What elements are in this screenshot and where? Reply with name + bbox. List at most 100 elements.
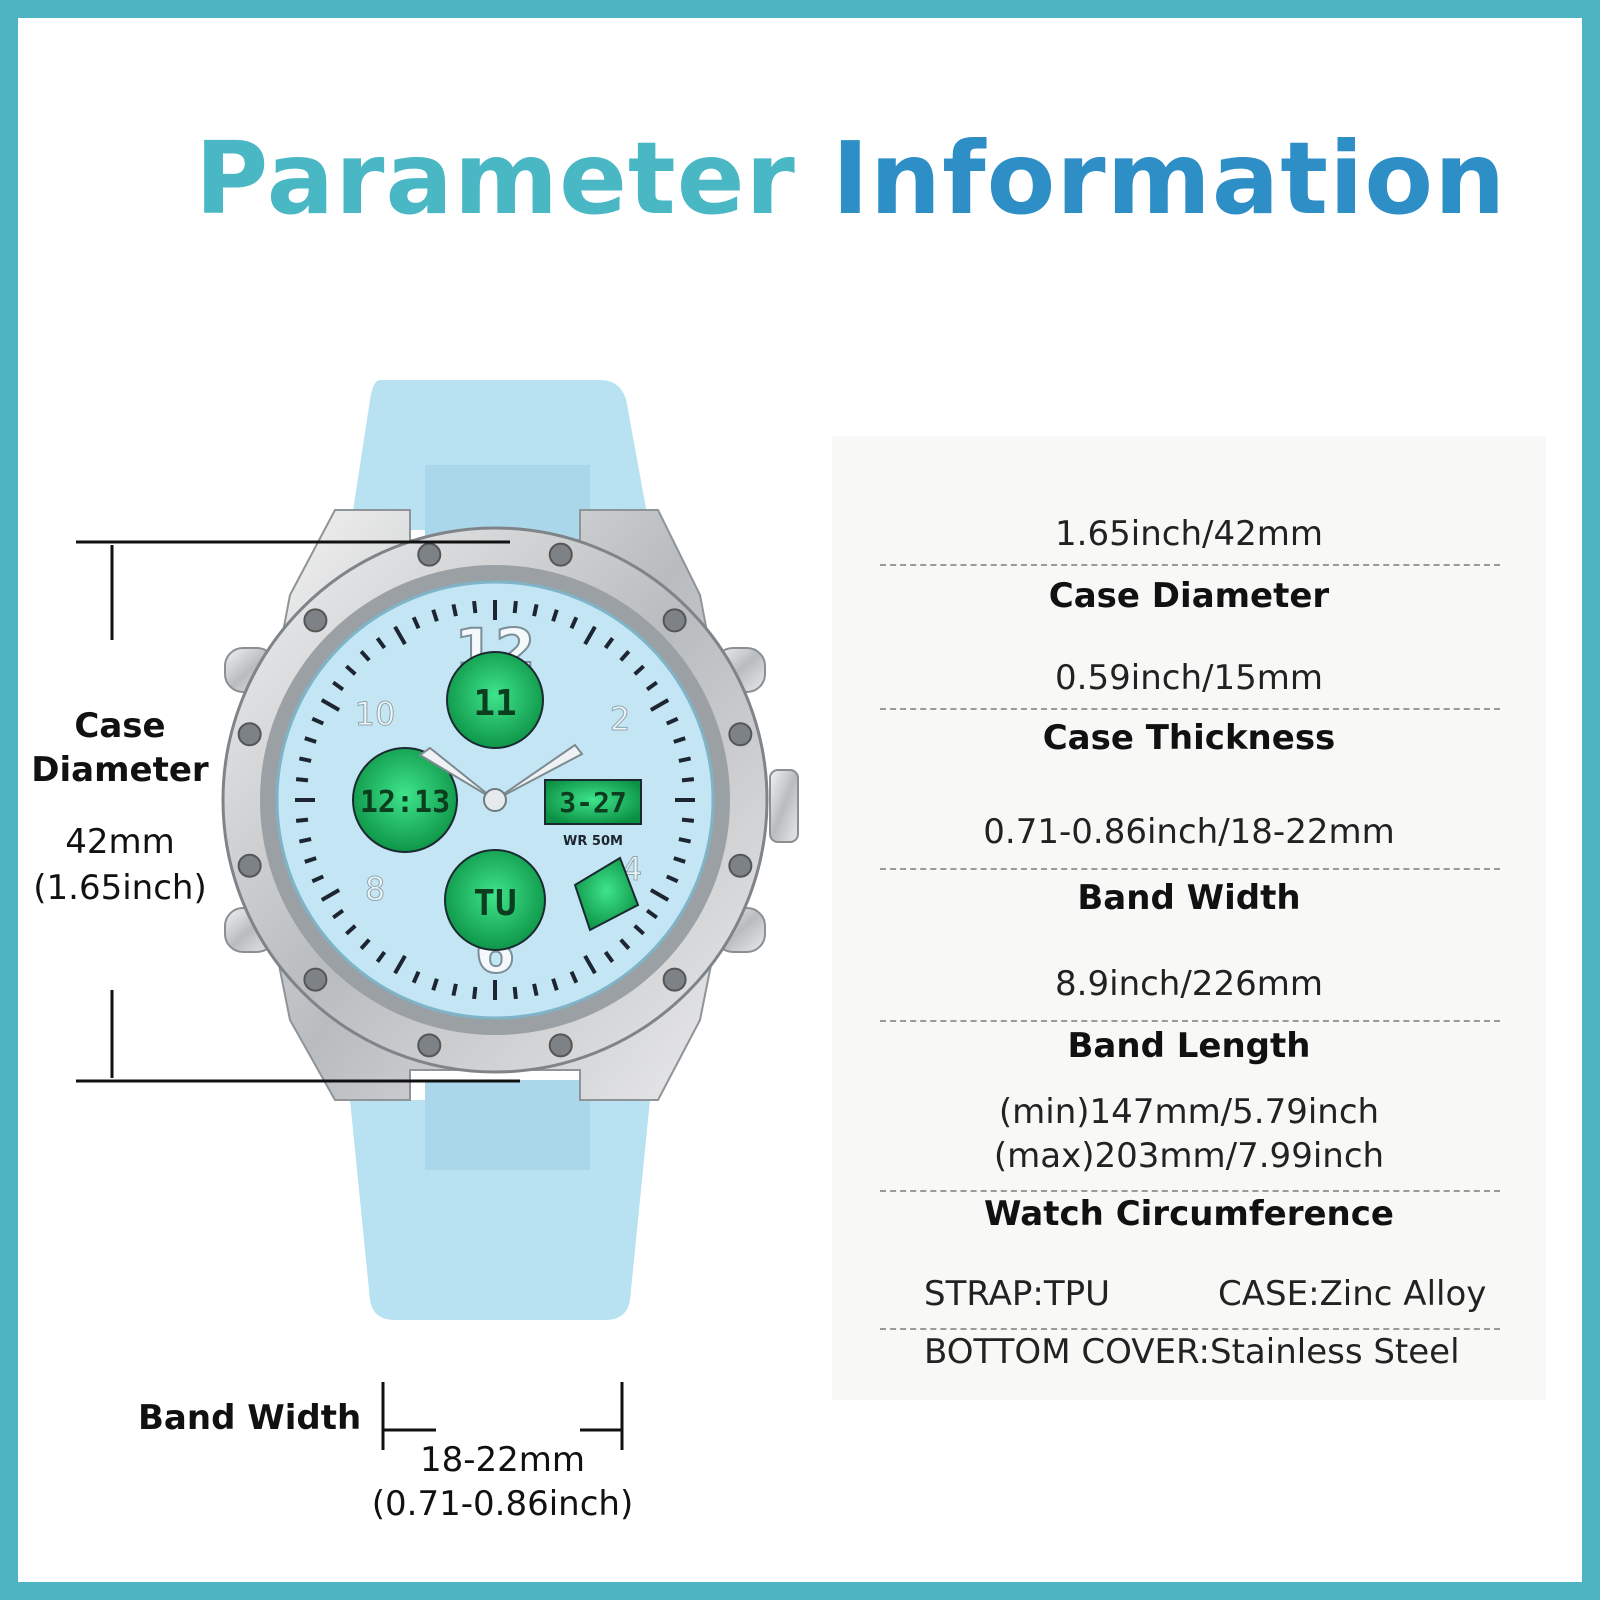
minute-tick xyxy=(512,600,518,614)
spec-value-circumference-min: (min)147mm/5.79inch xyxy=(998,1092,1380,1132)
lcd-left-text: 12:13 xyxy=(360,785,450,820)
wr-label: WR 50M xyxy=(563,834,623,849)
minute-hand xyxy=(494,743,584,801)
minute-tick xyxy=(345,924,357,936)
numeral-8: 8 xyxy=(365,870,385,908)
hour-hand xyxy=(418,746,496,801)
minute-tick xyxy=(645,908,658,920)
minute-tick xyxy=(633,664,645,676)
spec-label-watch-circumference: Watch Circumference xyxy=(984,1194,1394,1234)
minute-tick xyxy=(583,954,597,975)
title-word-parameter: Parameter xyxy=(195,120,796,237)
minute-tick xyxy=(375,950,387,963)
spec-divider xyxy=(880,1328,1500,1330)
strap-bottom-inner xyxy=(425,1080,590,1170)
bezel-screw xyxy=(237,853,262,878)
spec-label-case-thickness: Case Thickness xyxy=(1042,718,1336,758)
bezel-screw xyxy=(303,608,328,633)
spec-label-band-length: Band Length xyxy=(1067,1026,1311,1066)
minute-tick xyxy=(512,986,518,1000)
minute-tick xyxy=(359,650,371,662)
minute-tick xyxy=(393,954,407,975)
minute-tick xyxy=(673,736,686,744)
minute-tick xyxy=(681,777,695,783)
spec-divider xyxy=(880,1020,1500,1022)
lcd-fan-indicator xyxy=(573,856,640,932)
minute-tick xyxy=(311,874,325,884)
minute-tick xyxy=(678,837,692,844)
minute-tick xyxy=(551,978,559,991)
numeral-2: 2 xyxy=(610,700,630,738)
case-diameter-mm: 42mm xyxy=(65,822,175,862)
band-width-inch: (0.71-0.86inch) xyxy=(371,1484,634,1524)
subdial-top xyxy=(446,651,544,749)
minute-tick xyxy=(304,856,317,864)
minute-tick xyxy=(681,817,695,823)
minute-tick xyxy=(359,938,371,950)
minute-tick xyxy=(298,837,312,844)
bezel-screw xyxy=(662,608,687,633)
minute-tick xyxy=(569,616,579,630)
title-word-information: Information xyxy=(831,120,1507,237)
band-width-label: Band Width xyxy=(138,1398,362,1438)
minute-tick xyxy=(431,609,439,622)
watch-illustration: 12 10 2 8 4 6 11 12:13 TU 3-27 WR 50M xyxy=(221,380,799,1320)
band-width-mm: 18-22mm xyxy=(419,1440,586,1480)
minute-tick xyxy=(649,888,670,902)
material-case: CASE:Zinc Alloy xyxy=(1218,1274,1487,1314)
minute-tick xyxy=(649,698,670,712)
numeral-10: 10 xyxy=(355,695,396,733)
spec-value-case-diameter: 1.65inch/42mm xyxy=(1055,514,1323,554)
spec-value-case-thickness: 0.59inch/15mm xyxy=(1055,658,1323,698)
bezel-screw xyxy=(303,967,328,992)
minute-tick xyxy=(345,664,357,676)
minute-tick xyxy=(551,609,559,622)
spec-label-case-diameter: Case Diameter xyxy=(1048,576,1330,616)
lcd-right-text: 3-27 xyxy=(559,786,626,819)
minute-tick xyxy=(603,950,615,963)
minute-tick xyxy=(583,625,597,646)
case-diameter-label-line2: Diameter xyxy=(31,750,209,790)
minute-tick xyxy=(411,616,421,630)
crown xyxy=(769,769,799,843)
minute-tick xyxy=(332,908,345,920)
bezel-screw xyxy=(237,722,262,747)
minute-tick xyxy=(311,716,325,726)
spec-divider xyxy=(880,708,1500,710)
material-strap: STRAP:TPU xyxy=(924,1274,1110,1314)
bezel-screw xyxy=(417,542,442,567)
minute-tick xyxy=(532,603,539,617)
minute-tick xyxy=(451,603,458,617)
minute-tick xyxy=(451,983,458,997)
minute-tick xyxy=(619,938,631,950)
spec-panel: 1.65inch/42mm Case Diameter 0.59inch/15m… xyxy=(832,436,1546,1400)
minute-tick xyxy=(295,777,309,783)
lcd-bottom-text: TU xyxy=(473,883,516,924)
minute-tick xyxy=(393,625,407,646)
bezel-screw xyxy=(417,1033,442,1058)
subdial-bottom xyxy=(444,849,546,951)
minute-tick xyxy=(298,756,312,763)
spec-divider xyxy=(880,1190,1500,1192)
page-title: Parameter Information xyxy=(195,120,1506,237)
spec-label-band-width: Band Width xyxy=(1077,878,1301,918)
bezel-screws xyxy=(237,542,753,1058)
lcd-right-window xyxy=(544,779,642,825)
minute-tick xyxy=(320,698,341,712)
minute-tick xyxy=(332,680,345,692)
hand-pivot xyxy=(483,788,507,812)
minute-tick xyxy=(619,650,631,662)
lcd-top-text: 11 xyxy=(473,683,516,724)
minute-tick xyxy=(645,680,658,692)
spec-divider xyxy=(880,564,1500,566)
minute-tick xyxy=(295,817,309,823)
spec-divider xyxy=(880,868,1500,870)
bezel-screw xyxy=(548,1033,573,1058)
minute-tick xyxy=(320,888,341,902)
spec-value-band-width: 0.71-0.86inch/18-22mm xyxy=(983,812,1395,852)
spec-value-band-length: 8.9inch/226mm xyxy=(1055,964,1323,1004)
minute-tick xyxy=(673,856,686,864)
bezel-screw xyxy=(728,853,753,878)
